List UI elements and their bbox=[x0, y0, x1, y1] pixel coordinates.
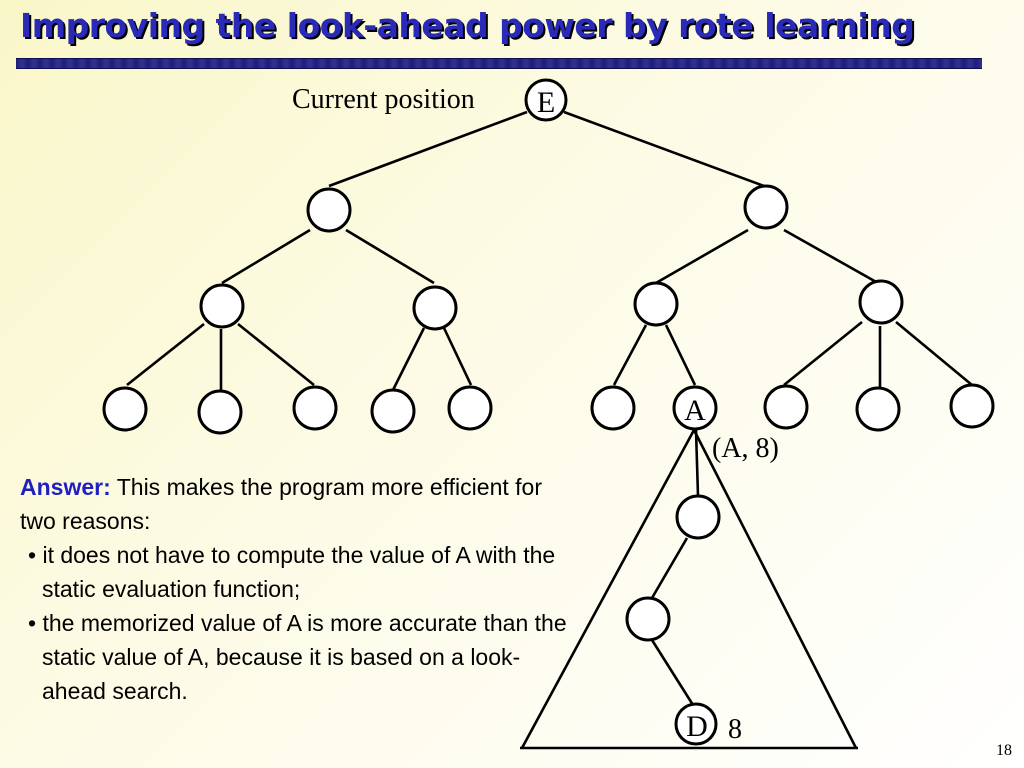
tree-node-a bbox=[672, 385, 718, 431]
tree-edges bbox=[126, 110, 973, 750]
current-position-label: Current position bbox=[292, 84, 475, 115]
leaf-d-label: D bbox=[686, 710, 708, 743]
edge bbox=[345, 228, 435, 285]
edge bbox=[664, 324, 697, 386]
tree-node-leaf-d bbox=[674, 702, 718, 746]
edge bbox=[126, 322, 205, 387]
edge bbox=[237, 322, 315, 387]
edge bbox=[612, 324, 648, 386]
tree-node bbox=[412, 285, 458, 331]
slide-title: Improving the look-ahead power by rote l… bbox=[20, 6, 915, 45]
tree-node bbox=[590, 385, 636, 431]
slide-number: 18 bbox=[996, 742, 1012, 759]
tree-node bbox=[370, 388, 416, 434]
title-underline bbox=[16, 58, 982, 69]
tree-node bbox=[197, 389, 243, 435]
leaf-d-value: 8 bbox=[728, 714, 742, 745]
node-a-value: (A, 8) bbox=[712, 433, 779, 464]
edge bbox=[694, 429, 700, 497]
answer-reason-item: it does not have to compute the value of… bbox=[20, 538, 580, 606]
edge bbox=[391, 327, 426, 391]
edge bbox=[895, 320, 973, 387]
edge bbox=[655, 228, 749, 285]
tree-node bbox=[447, 385, 493, 431]
tree-node bbox=[102, 386, 148, 432]
edge bbox=[563, 110, 765, 188]
edge bbox=[650, 537, 689, 599]
tree-node bbox=[625, 596, 671, 642]
answer-heading: Answer: bbox=[20, 474, 111, 500]
edge bbox=[328, 110, 528, 188]
answer-intro: Answer: This makes the program more effi… bbox=[20, 470, 580, 538]
answer-reasons: it does not have to compute the value of… bbox=[20, 538, 580, 708]
answer-block: Answer: This makes the program more effi… bbox=[20, 470, 580, 708]
tree-nodes bbox=[102, 78, 995, 746]
tree-node-root bbox=[524, 78, 568, 122]
tree-node bbox=[199, 283, 245, 329]
edge bbox=[650, 639, 695, 706]
edge bbox=[783, 228, 879, 285]
edge bbox=[221, 228, 311, 285]
triangle-right-side bbox=[692, 429, 858, 749]
tree-node bbox=[292, 385, 338, 431]
tree-node bbox=[306, 187, 352, 233]
tree-node bbox=[858, 279, 904, 325]
root-node-label: E bbox=[537, 86, 555, 119]
answer-reason-item: the memorized value of A is more accurat… bbox=[20, 606, 580, 708]
tree-node bbox=[855, 386, 901, 432]
tree-node bbox=[763, 384, 809, 430]
answer-intro-text: This makes the program more efficient fo… bbox=[20, 474, 542, 534]
node-a-label: A bbox=[684, 394, 706, 427]
edge bbox=[442, 327, 473, 386]
tree-node bbox=[949, 383, 995, 429]
edge bbox=[783, 320, 863, 387]
tree-node bbox=[675, 494, 721, 540]
tree-node bbox=[743, 184, 789, 230]
tree-node bbox=[633, 281, 679, 327]
